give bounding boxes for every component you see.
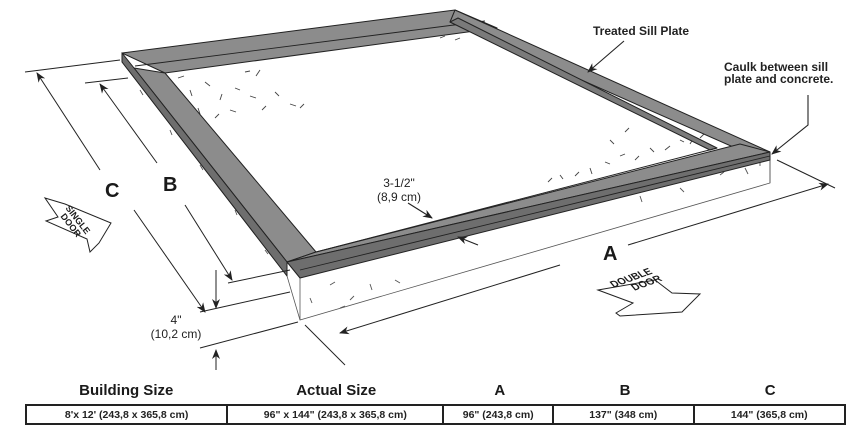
foundation-illustration [24, 9, 836, 370]
caulk-label-line1: Caulk between sill [724, 60, 829, 74]
cell-actual-size: 96" x 144" (243,8 x 365,8 cm) [226, 404, 445, 425]
dimension-a-label: A [603, 243, 618, 265]
treated-sill-plate-label: Treated Sill Plate [593, 24, 690, 38]
header-c: C [764, 382, 776, 399]
cell-c: 144" (365,8 cm) [692, 404, 846, 425]
header-a: A [494, 382, 506, 399]
dimension-c-label: C [105, 180, 120, 202]
plate-width-inches: 3-1/2" [383, 176, 415, 190]
header-building-size: Building Size [79, 382, 174, 399]
plate-width-cm: (8,9 cm) [376, 190, 421, 204]
slab-height-dimension: 4" (10,2 cm) [144, 313, 208, 341]
slab-height-inches: 4" [170, 313, 182, 327]
foundation-diagram: Treated Sill Plate Caulk between sill pl… [24, 9, 836, 370]
cell-b: 137" (348 cm) [552, 404, 695, 425]
cell-building-size: 8'x 12' (243,8 x 365,8 cm) [24, 404, 229, 425]
caulk-label-line2: plate and concrete. [724, 72, 834, 86]
size-table-headers: Building Size Actual Size A B C [25, 380, 845, 402]
cell-a: 96" (243,8 cm) [442, 404, 555, 425]
single-door-arrow [43, 197, 112, 253]
header-actual-size: Actual Size [296, 382, 377, 399]
size-table: 8'x 12' (243,8 x 365,8 cm) 96" x 144" (2… [24, 404, 846, 425]
dimension-lines [24, 59, 836, 370]
double-door-arrow [596, 279, 702, 317]
dimension-b-label: B [163, 174, 178, 196]
plate-width-dimension: 3-1/2" (8,9 cm) [368, 176, 430, 204]
treated-sill-plate [121, 9, 771, 279]
header-b: B [619, 382, 631, 399]
callout-leaders [407, 40, 809, 246]
table-row: 8'x 12' (243,8 x 365,8 cm) 96" x 144" (2… [24, 404, 846, 425]
slab-height-cm: (10,2 cm) [150, 327, 202, 341]
